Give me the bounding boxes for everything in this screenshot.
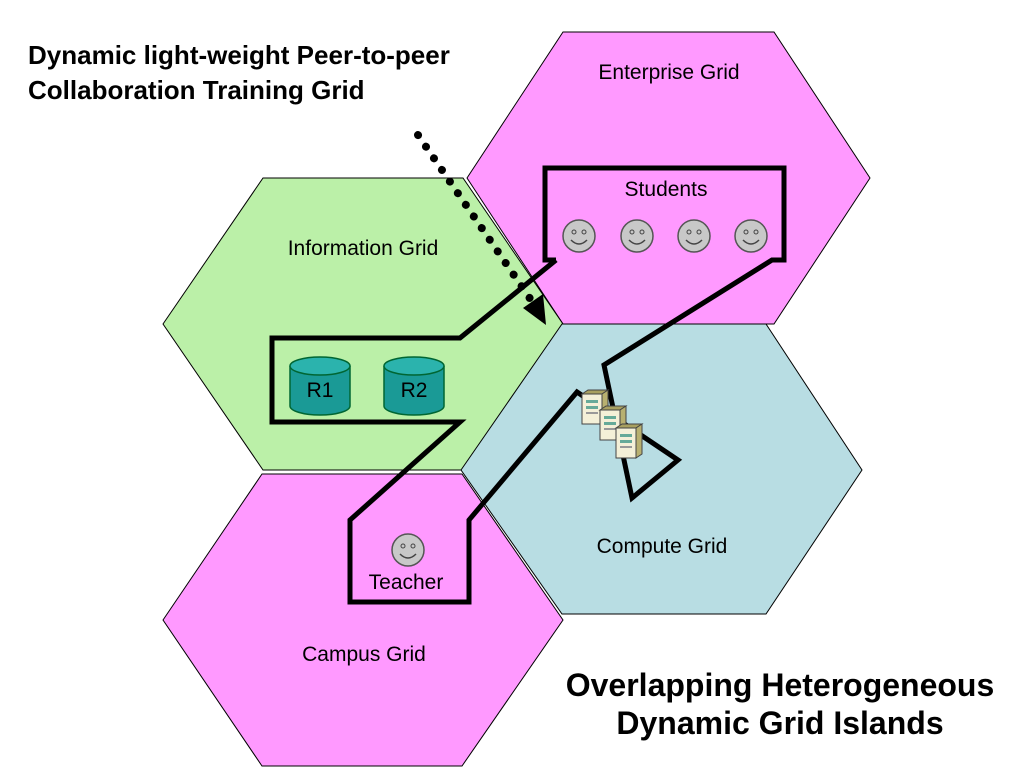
campus-grid-hexagon xyxy=(162,473,564,767)
student-smiley-icon xyxy=(562,219,596,253)
heading-line-1: Dynamic light-weight Peer-to-peer xyxy=(28,40,450,70)
compute-grid-label: Compute Grid xyxy=(597,535,728,558)
student-smiley-icon xyxy=(677,219,711,253)
r1-label: R1 xyxy=(307,379,334,402)
student-smiley-icon xyxy=(620,219,654,253)
r2-label: R2 xyxy=(401,379,428,402)
server-stack-icon xyxy=(580,389,644,459)
caption-line-1: Overlapping Heterogeneous xyxy=(565,667,995,703)
teacher-smiley-icon xyxy=(391,533,425,567)
dotted-arrow xyxy=(414,131,535,304)
collaboration-path xyxy=(269,165,787,605)
database-cylinder-icon xyxy=(289,356,351,416)
arrow-head xyxy=(523,294,546,325)
students-label: Students xyxy=(625,178,708,201)
enterprise-grid-label: Enterprise Grid xyxy=(598,61,739,84)
diagram-heading: Dynamic light-weight Peer-to-peer Collab… xyxy=(28,38,450,108)
heading-line-2: Collaboration Training Grid xyxy=(28,75,365,105)
student-smiley-icon xyxy=(734,219,768,253)
information-grid-label: Information Grid xyxy=(288,237,439,260)
compute-grid-hexagon xyxy=(460,323,863,615)
database-cylinder-icon xyxy=(383,356,445,416)
diagram-caption: Overlapping Heterogeneous Dynamic Grid I… xyxy=(530,666,1024,742)
campus-grid-label: Campus Grid xyxy=(302,643,426,666)
caption-line-2: Dynamic Grid Islands xyxy=(616,705,944,741)
teacher-label: Teacher xyxy=(369,571,444,594)
